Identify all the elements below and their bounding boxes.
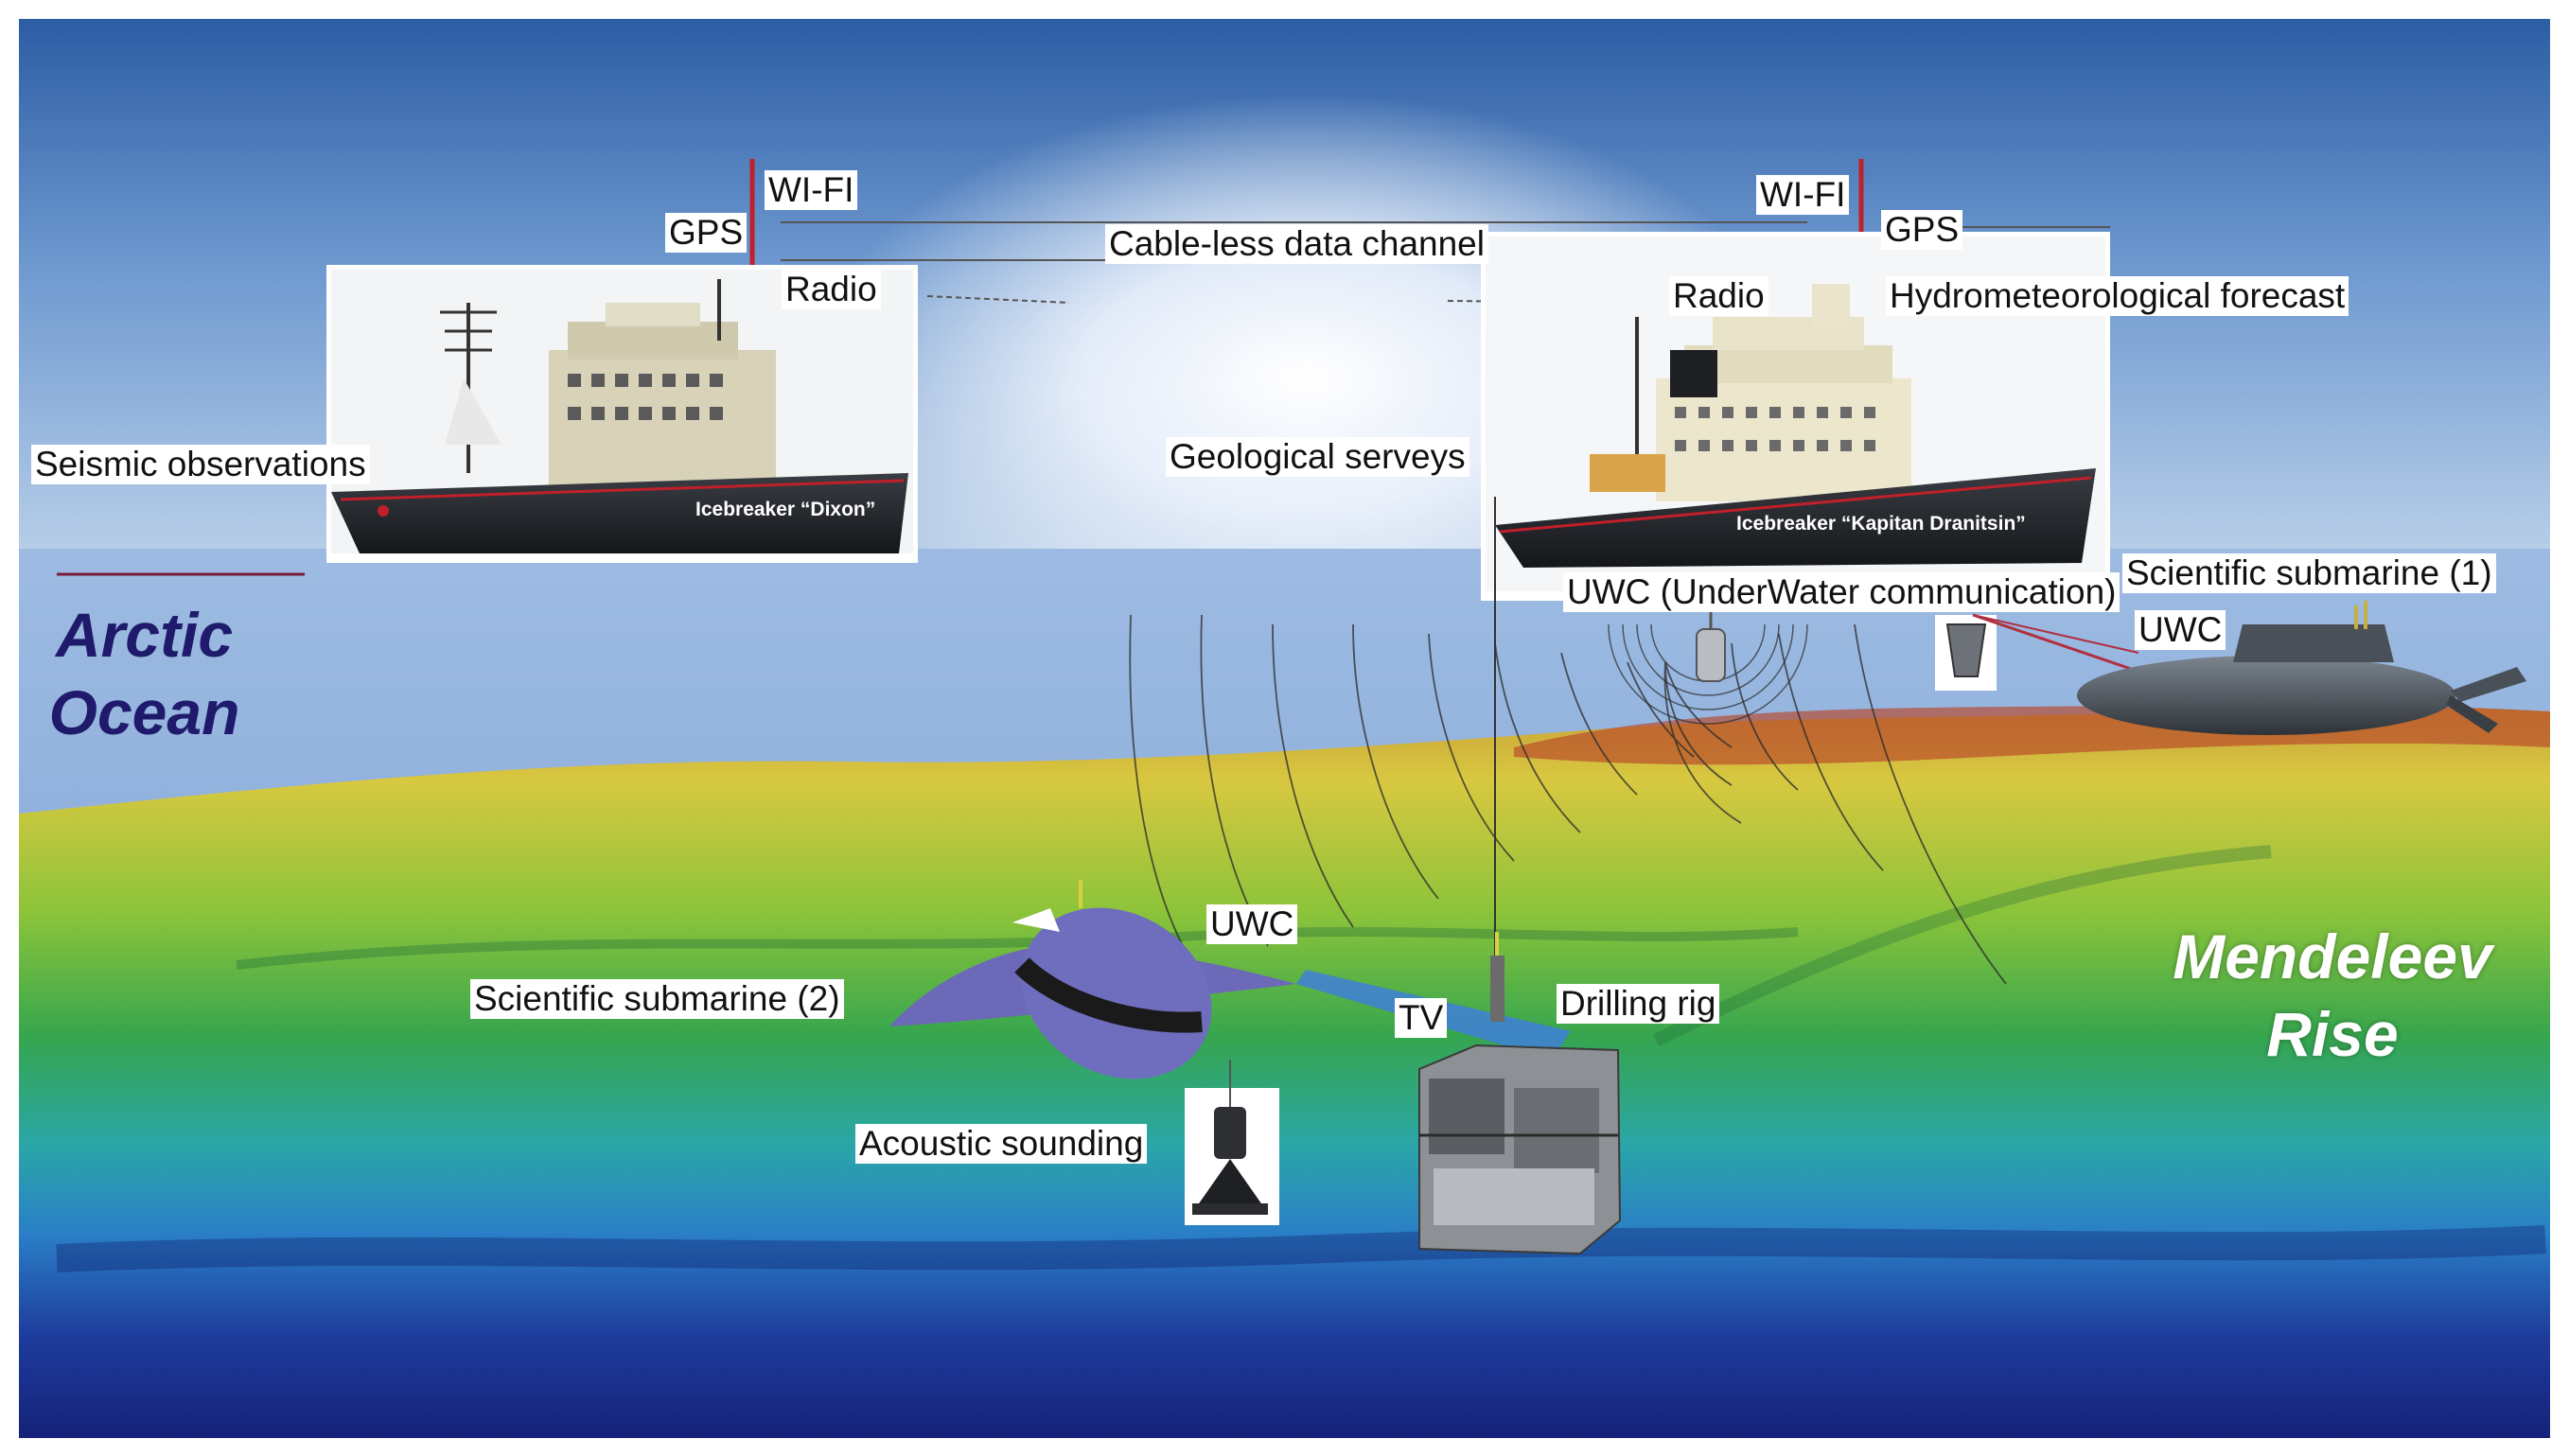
label-gps-right: GPS [1881,210,1963,250]
label-gps-left: GPS [665,213,748,253]
terrain-shadow-2 [1652,845,2272,1047]
region-label-ocean: Ocean [48,677,240,747]
region-label-arctic: Arctic [55,600,234,670]
uwc-buoy-left [1696,605,1726,682]
region-label-arctic-ocean: Arctic Ocean [28,596,260,751]
region-label-mendeleev-rise: Mendeleev Rise [2134,918,2531,1073]
uwc-link-sub1-b [1972,614,2139,654]
label-geological-surveys: Geological serveys [1166,437,1469,477]
label-wifi-right: WI-FI [1756,175,1850,215]
scientific-submarine-1 [2077,601,2526,735]
label-uwc-mid: UWC [1206,904,1298,944]
label-acoustic-sounding: Acoustic sounding [855,1124,1148,1164]
label-scientific-submarine-2: Scientific submarine (2) [470,979,844,1019]
label-seismic-observations: Seismic observations [31,445,370,484]
label-uwc-underwater-communication: UWC (UnderWater communication) [1563,572,2120,612]
ship-name-dranitsin: Icebreaker “Kapitan Dranitsin” [1736,513,2026,535]
region-label-rise: Rise [2266,999,2399,1069]
icebreaker-dixon: Icebreaker “Dixon” [326,265,918,563]
drilling-rig [1418,932,1622,1255]
label-scientific-submarine-1: Scientific submarine (1) [2122,553,2496,593]
label-radio-right: Radio [1669,276,1768,316]
label-hydrometeorological-forecast: Hydrometeorological forecast [1886,276,2349,316]
scientific-submarine-2 [889,880,1296,1079]
label-wifi-left: WI-FI [765,170,858,210]
label-uwc-right: UWC [2135,610,2226,650]
uwc-buoy-right [1935,615,1997,691]
label-cable-less-data-channel: Cable-less data channel [1105,224,1488,264]
acoustic-sounding-device [1185,1060,1279,1225]
region-label-mendeleev: Mendeleev [2173,921,2492,991]
label-radio-left: Radio [782,270,881,309]
terrain-shadow-3 [56,1225,2546,1272]
seafloor-terrain [19,707,2550,1438]
icebreaker-kapitan-dranitsin: Icebreaker “Kapitan Dranitsin” [1481,232,2110,601]
label-drilling-rig: Drilling rig [1557,984,1720,1024]
ship-name-dixon: Icebreaker “Dixon” [695,499,875,520]
label-tv: TV [1395,998,1448,1038]
